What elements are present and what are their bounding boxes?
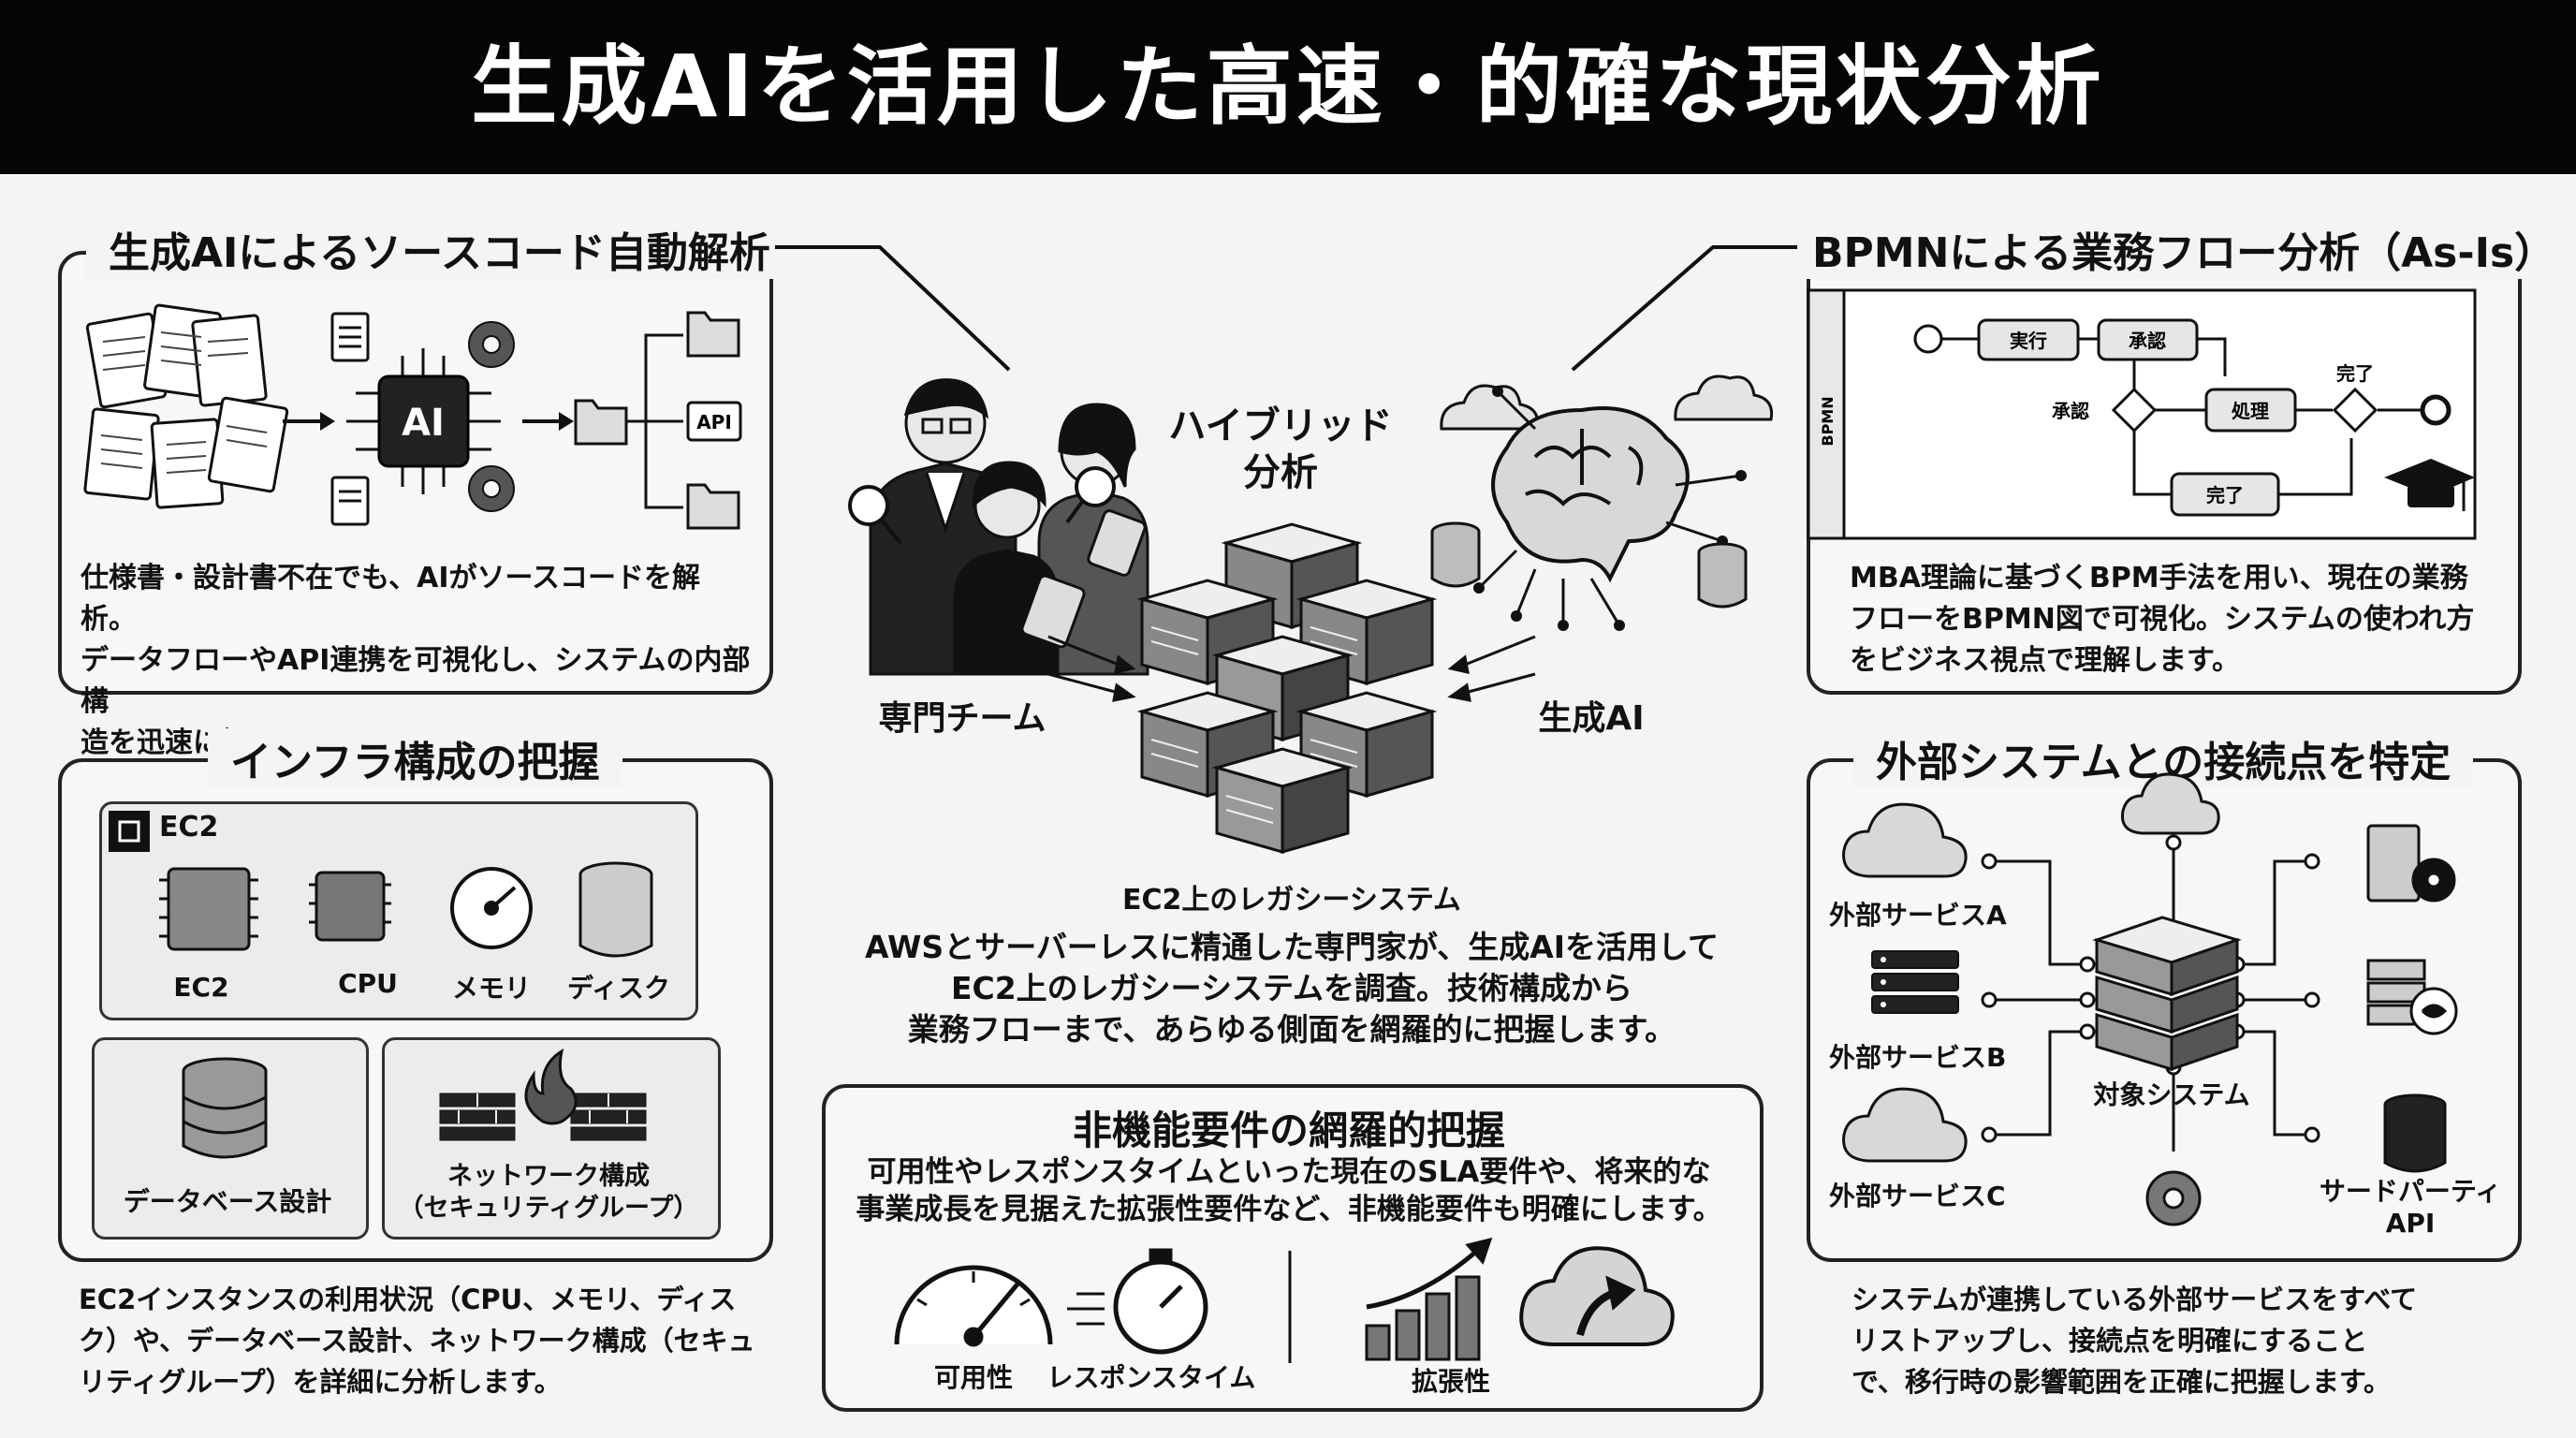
magnifier-icon — [848, 466, 1116, 545]
target-server-icon — [2092, 916, 2242, 1072]
ai-chip-icon — [346, 348, 501, 494]
growth-chart-icon — [1365, 1237, 1493, 1361]
target-system-label: 対象システム — [2093, 1079, 2250, 1110]
expert-team-illustration — [848, 378, 1149, 676]
database-stack-icon — [182, 1057, 268, 1159]
bpmn-gateway-icon — [2111, 387, 2158, 433]
brain-icon — [1491, 406, 1690, 583]
availability-gauge-icon — [894, 1265, 1053, 1347]
server-cube-cluster — [1136, 522, 1438, 854]
bpmn-task-done — [2170, 472, 2280, 517]
nonfunctional-title: 非機能要件の網羅的把握 — [1072, 1108, 1505, 1153]
stopwatch-icon — [1067, 1248, 1208, 1355]
bpmn-end-label: 完了 — [2336, 362, 2374, 385]
source-code-title: 生成AIによるソースコード自動解析 — [86, 219, 793, 279]
availability-label: 可用性 — [933, 1362, 1013, 1393]
cpu-chip-icon — [159, 867, 391, 951]
bpmn-task-process-label: 処理 — [2232, 400, 2269, 422]
document-stack-icon — [83, 303, 289, 509]
bpmn-task-approve-label: 承認 — [2129, 330, 2166, 352]
ec2-header: EC2 — [159, 811, 219, 844]
infra-text: EC2インスタンスの利用状況（CPU、メモリ、ディスク）や、データベース設計、ネ… — [79, 1284, 755, 1398]
graduation-cap-icon — [2384, 459, 2475, 511]
ai-chip-label: AI — [402, 402, 445, 445]
infra-item-ec2: EC2 — [173, 972, 229, 1003]
external-service-c-label: 外部サービスC — [1829, 1181, 2006, 1211]
api-box — [686, 401, 742, 442]
brain-illustration — [1440, 374, 1774, 631]
bpmn-lane-label: BPMN — [1819, 396, 1837, 446]
database-icon — [1430, 521, 1748, 609]
server-secure-icon — [2366, 959, 2458, 1035]
bpmn-task-process — [2204, 388, 2297, 433]
bpmn-text: MBA理論に基づくBPM手法を用い、現在の業務フローをBPMN図で可視化。システ… — [1850, 562, 2475, 677]
title-bar: 生成AIを活用した高速・的確な現状分析 — [0, 0, 2576, 174]
legacy-system-label: EC2上のレガシーシステム — [1122, 884, 1461, 917]
bpmn-gateway-label: 承認 — [2052, 400, 2089, 422]
bpmn-merge-gateway-icon — [2332, 387, 2378, 433]
external-text: システムが連携している外部サービスをすべてリストアップし、接続点を明確にすること… — [1852, 1284, 2418, 1398]
cloud-icon — [1842, 772, 2220, 1163]
bpmn-task-done-label: 完了 — [2206, 484, 2244, 506]
doc-small-icon — [330, 312, 370, 526]
bpmn-task-execute-label: 実行 — [2010, 330, 2047, 352]
disk-icon — [578, 861, 653, 958]
database-design-label: データベース設計 — [123, 1186, 332, 1217]
bpmn-task-approve — [2097, 318, 2199, 361]
hybrid-analysis-label: ハイブリッド分析 — [1168, 404, 1393, 494]
infra-title: インフラ構成の把握 — [208, 728, 622, 788]
cloud-upload-icon — [1519, 1246, 1675, 1346]
network-config-label: ネットワーク構成（セキュリティグループ） — [398, 1162, 699, 1223]
arrow-right-icon — [522, 412, 574, 431]
server-cube-icon — [1136, 522, 1438, 854]
external-service-b-label: 外部サービスB — [1829, 1042, 2007, 1073]
source-code-diagram: AI API — [83, 303, 742, 530]
expert-team-label: 専門チーム — [878, 699, 1046, 738]
database-icon — [2383, 1093, 2447, 1173]
folder-icon — [574, 311, 740, 530]
nonfunctional-text: 可用性やレスポンスタイムといった現在のSLA要件や、将来的な事業成長を見据えた拡… — [856, 1155, 1722, 1226]
ec2-chip-icon — [109, 811, 150, 852]
gear-icon — [2145, 1170, 2202, 1226]
server-rack-icon — [1871, 950, 1959, 1014]
bpmn-end-event-icon — [2420, 394, 2452, 426]
external-diagram — [1842, 772, 2458, 1226]
scalability-label: 拡張性 — [1411, 1366, 1490, 1397]
infra-icons — [159, 861, 653, 958]
page-title: 生成AIを活用した高速・的確な現状分析 — [471, 37, 2105, 137]
response-time-label: レスポンスタイム — [1046, 1362, 1256, 1393]
database-icons — [1430, 521, 1748, 609]
bpmn-title: BPMNによる業務フロー分析（As-Is） — [1790, 219, 2576, 279]
gauge-icon — [450, 867, 533, 949]
server-gear-icon — [2366, 824, 2456, 902]
nonfunctional-icons — [894, 1237, 1675, 1363]
api-box-label: API — [696, 411, 732, 433]
flame-icon — [524, 1048, 578, 1125]
infra-item-memory: メモリ — [451, 973, 531, 1004]
bpmn-task-execute — [1977, 318, 2080, 361]
center-arrows — [1047, 635, 1536, 702]
firewall-icon — [439, 1048, 647, 1141]
external-service-a-label: 外部サービスA — [1829, 900, 2007, 931]
nonfunctional-panel — [822, 1084, 1764, 1412]
gear-icon — [468, 321, 515, 512]
arrow-right-icon — [283, 412, 335, 431]
infra-item-cpu: CPU — [338, 968, 398, 999]
infra-item-disk: ディスク — [566, 973, 671, 1004]
bpmn-diagram: BPMN 実行 承認 承認 処理 完了 完了 — [1807, 288, 2477, 540]
generative-ai-label: 生成AI — [1538, 699, 1645, 738]
